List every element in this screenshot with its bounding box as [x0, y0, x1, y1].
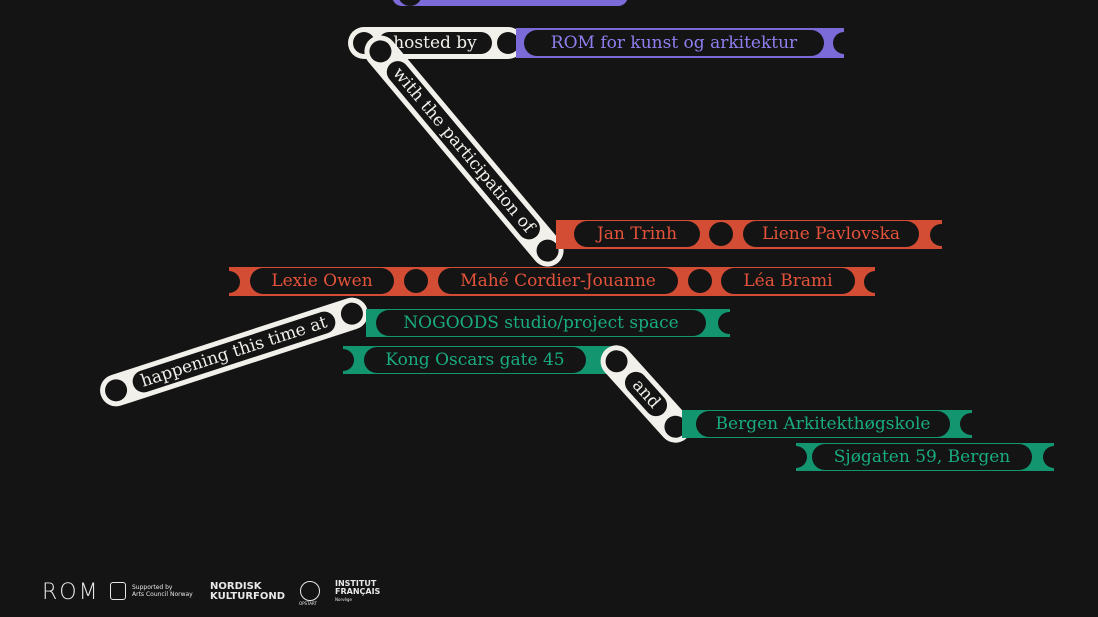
happening-connector: happening this time at: [95, 293, 373, 411]
host-name[interactable]: ROM for kunst og arkitektur: [524, 30, 824, 56]
institut-line2: FRANÇAIS: [335, 587, 381, 596]
participant-lea-brami[interactable]: Léa Brami: [721, 268, 855, 294]
participant-liene-pavlovska[interactable]: Liene Pavlovska: [743, 221, 919, 247]
top-partial-dot: [398, 0, 422, 6]
participant-separator-dot: [404, 269, 428, 293]
venue2-address[interactable]: Sjøgaten 59, Bergen: [812, 444, 1032, 470]
host-band-notch: [833, 32, 855, 54]
venue2-address-band-notch-left: [785, 446, 807, 468]
hosted-by-label: hosted by: [378, 32, 492, 54]
arts-council-line2: Arts Council Norway: [132, 591, 193, 598]
opstart-icon[interactable]: [300, 581, 320, 601]
connector-dot-right: [497, 32, 519, 54]
venue2-name-band-notch: [960, 413, 982, 435]
participants-band-1-notch: [930, 224, 952, 246]
venue1-name[interactable]: NOGOODS studio/project space: [376, 310, 706, 336]
participation-label: with the participation of: [382, 56, 545, 244]
institut-francais-logo[interactable]: INSTITUT FRANÇAIS Norvège: [335, 580, 380, 604]
sponsor-footer: ROM Supported by Arts Council Norway NOR…: [0, 575, 400, 609]
participation-connector: with the participation of: [357, 28, 571, 274]
rom-logo[interactable]: ROM: [42, 580, 100, 605]
venue2-address-band-notch-right: [1043, 446, 1065, 468]
nordisk-kulturfond-logo[interactable]: NORDISK KULTURFOND: [210, 582, 285, 602]
connector-dot-start: [102, 376, 130, 405]
arts-council-logo[interactable]: Supported by Arts Council Norway: [132, 584, 193, 598]
participant-separator-dot: [709, 222, 733, 246]
venue1-address-band-notch: [332, 349, 354, 371]
participant-lexie-owen[interactable]: Lexie Owen: [250, 268, 394, 294]
participant-mahe-cordier-jouanne[interactable]: Mahé Cordier-Jouanne: [438, 268, 678, 294]
happening-label: happening this time at: [129, 308, 339, 396]
institut-line3: Norvège: [335, 597, 352, 602]
connector-dot-start: [601, 345, 633, 377]
institut-line1: INSTITUT: [335, 579, 377, 588]
connector-dot-end: [338, 299, 366, 328]
arts-council-line1: Supported by: [132, 584, 173, 591]
participant-separator-dot: [688, 269, 712, 293]
arts-council-icon: [110, 582, 126, 600]
venue1-address[interactable]: Kong Oscars gate 45: [364, 347, 586, 373]
opstart-label: OPSTART: [299, 601, 317, 606]
participant-jan-trinh[interactable]: Jan Trinh: [574, 221, 700, 247]
nordisk-line1: NORDISK: [210, 581, 262, 592]
venue2-name[interactable]: Bergen Arkitekthøgskole: [696, 411, 950, 437]
top-partial-band: [392, 0, 628, 6]
venue1-name-band-notch: [718, 312, 740, 334]
participants-band-2-notch-right: [864, 271, 886, 293]
nordisk-line2: KULTURFOND: [210, 591, 286, 602]
participants-band-2-notch-left: [218, 271, 240, 293]
